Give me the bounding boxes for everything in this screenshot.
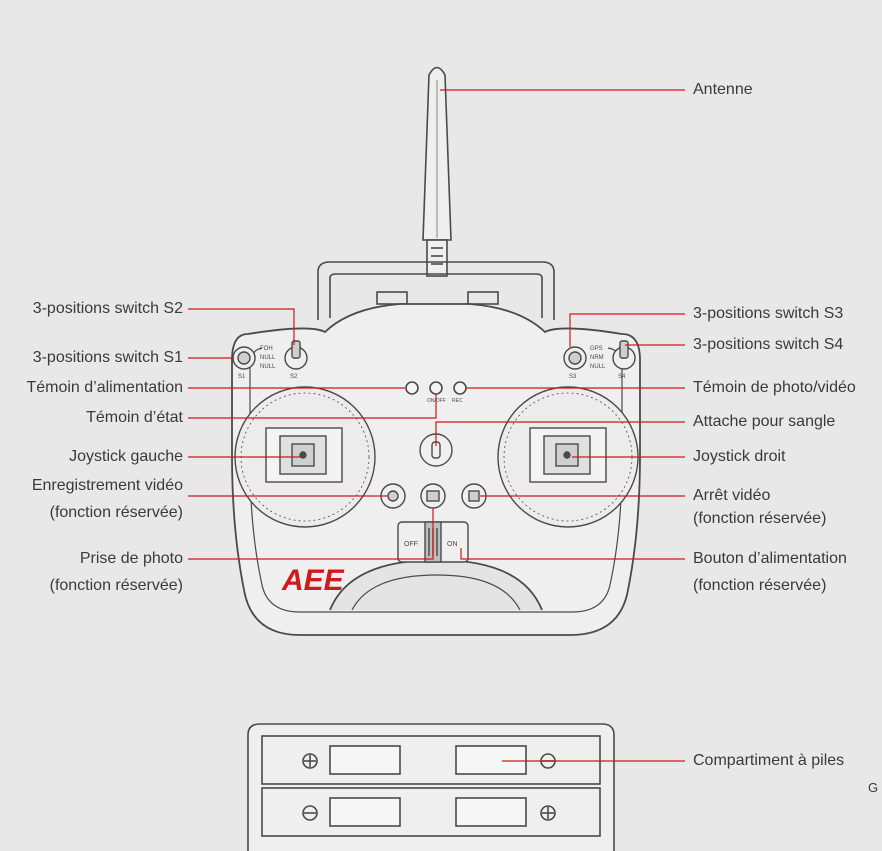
label-power-button: Bouton d’alimentation (fonction réservée… [693,549,847,595]
label-switch-s1: 3-positions switch S1 [32,349,183,366]
power-led [405,381,419,395]
label-photo-line1: Prise de photo [79,550,183,567]
leader-switch-s2 [188,308,295,345]
label-photo-video-led: Témoin de photo/vidéo [693,379,856,396]
rec-led-mark: REC [452,398,463,404]
photo-video-led [453,381,467,395]
label-video-record-line1: Enregistrement vidéo [31,477,183,494]
label-video-stop-line1: Arrêt vidéo [693,487,771,504]
label-left-stick: Joystick gauche [69,448,183,465]
label-photo-line2: (fonction réservée) [49,577,183,594]
s1-position-1: FOH [260,346,273,352]
s3-position-3: NULL [590,364,606,370]
leader-switch-s3 [569,313,685,347]
label-power-button-line1: Bouton d’alimentation [693,550,847,567]
leader-strap [435,421,685,446]
leader-status-led [188,394,437,419]
slider-off-mark: OFF [404,541,418,548]
label-switch-s4: 3-positions switch S4 [693,336,844,353]
power-slider-marks: OFF ON [404,541,458,548]
s3-position-1: GPS [590,346,603,352]
controller-body [231,303,641,636]
label-status-led: Témoin d’état [86,409,183,426]
label-switch-s3: 3-positions switch S3 [693,305,844,322]
label-right-stick: Joystick droit [693,448,786,465]
video-stop-button[interactable] [461,483,487,509]
s1-position-3: NULL [260,364,276,370]
label-battery: Compartiment à piles [693,752,845,769]
switch-s2[interactable] [284,340,308,370]
antenna [422,66,452,277]
leader-power-button [460,548,685,560]
label-video-stop-line2: (fonction réservée) [693,510,827,527]
switch-markings: S1 S2 S3 S4 FOH NULL NULL GPS NRM NULL [238,346,626,380]
label-video-record-line2: (fonction réservée) [49,504,183,521]
label-power-button-line2: (fonction réservée) [693,577,827,594]
s1-position-2: NULL [260,355,276,361]
s3-position-2: NRM [590,355,604,361]
leader-photo [188,508,434,560]
label-antenna: Antenne [693,81,753,98]
slider-on-mark: ON [447,541,458,548]
switch-s3[interactable] [563,346,587,370]
label-power-led: Témoin d’alimentation [26,379,183,396]
label-video-record: Enregistrement vidéo (fonction réservée) [32,476,183,522]
figure-letter: G [868,780,879,795]
label-photo: Prise de photo (fonction réservée) [50,549,183,595]
status-led [429,381,443,395]
led-markings: ON/OFF REC [427,398,463,404]
switch-s3-label: S3 [569,374,577,380]
switch-s2-label: S2 [290,374,298,380]
switch-s1[interactable] [232,346,256,370]
switch-s1-label: S1 [238,374,246,380]
brand-logo: AEE [281,564,345,597]
battery-compartment [247,723,615,851]
label-video-stop: Arrêt vidéo (fonction réservée) [693,486,826,528]
photo-button[interactable] [420,483,446,509]
label-strap: Attache pour sangle [693,413,836,430]
label-switch-s2: 3-positions switch S2 [32,300,183,317]
left-joystick[interactable] [234,386,376,528]
switch-s4-label: S4 [618,374,626,380]
leader-lines [188,89,685,762]
